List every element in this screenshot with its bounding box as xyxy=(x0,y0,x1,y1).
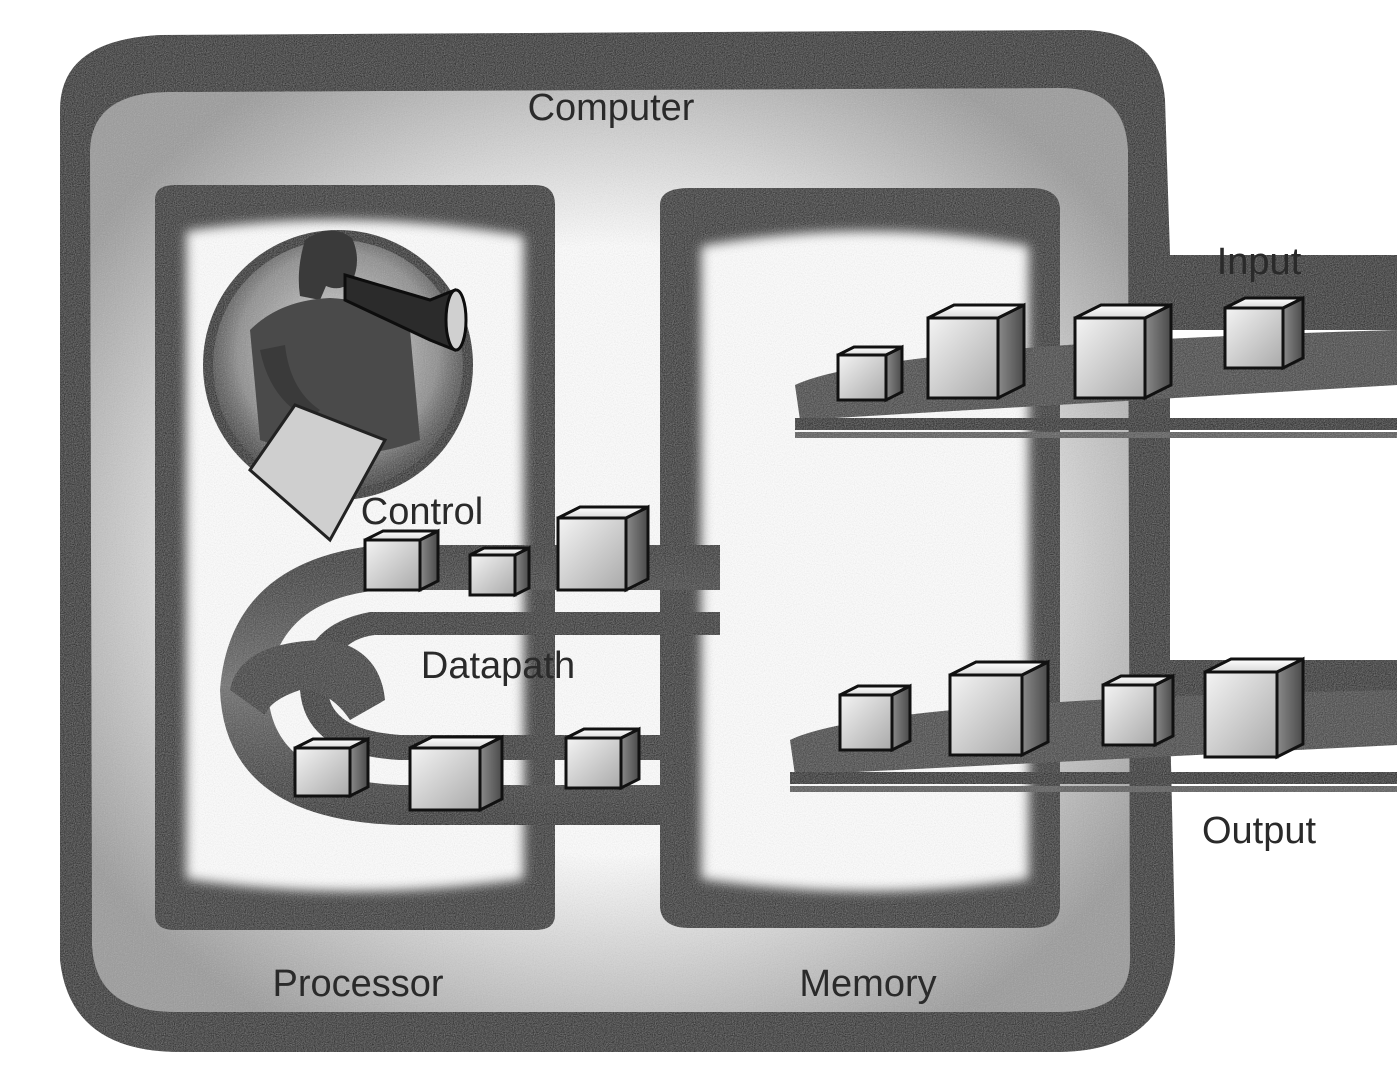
cube-icon xyxy=(1103,676,1173,745)
cube-icon xyxy=(1205,659,1303,757)
cube-icon xyxy=(365,531,438,590)
cube-icon xyxy=(838,347,902,400)
cube-icon xyxy=(558,507,648,590)
cube-icon xyxy=(410,737,502,810)
computer-label: Computer xyxy=(528,87,695,129)
datapath-label: Datapath xyxy=(421,645,575,687)
processor-label: Processor xyxy=(272,963,443,1005)
output-label: Output xyxy=(1202,810,1317,852)
cube-icon xyxy=(928,305,1024,398)
cube-icon xyxy=(295,739,368,796)
cube-icon xyxy=(1225,298,1303,368)
cube-icon xyxy=(840,686,910,750)
control-label: Control xyxy=(361,491,484,533)
memory-label: Memory xyxy=(799,963,936,1005)
cube-icon xyxy=(566,729,639,788)
cube-icon xyxy=(950,662,1048,755)
cube-icon xyxy=(470,548,529,595)
input-label: Input xyxy=(1217,241,1302,283)
cube-icon xyxy=(1075,305,1171,398)
